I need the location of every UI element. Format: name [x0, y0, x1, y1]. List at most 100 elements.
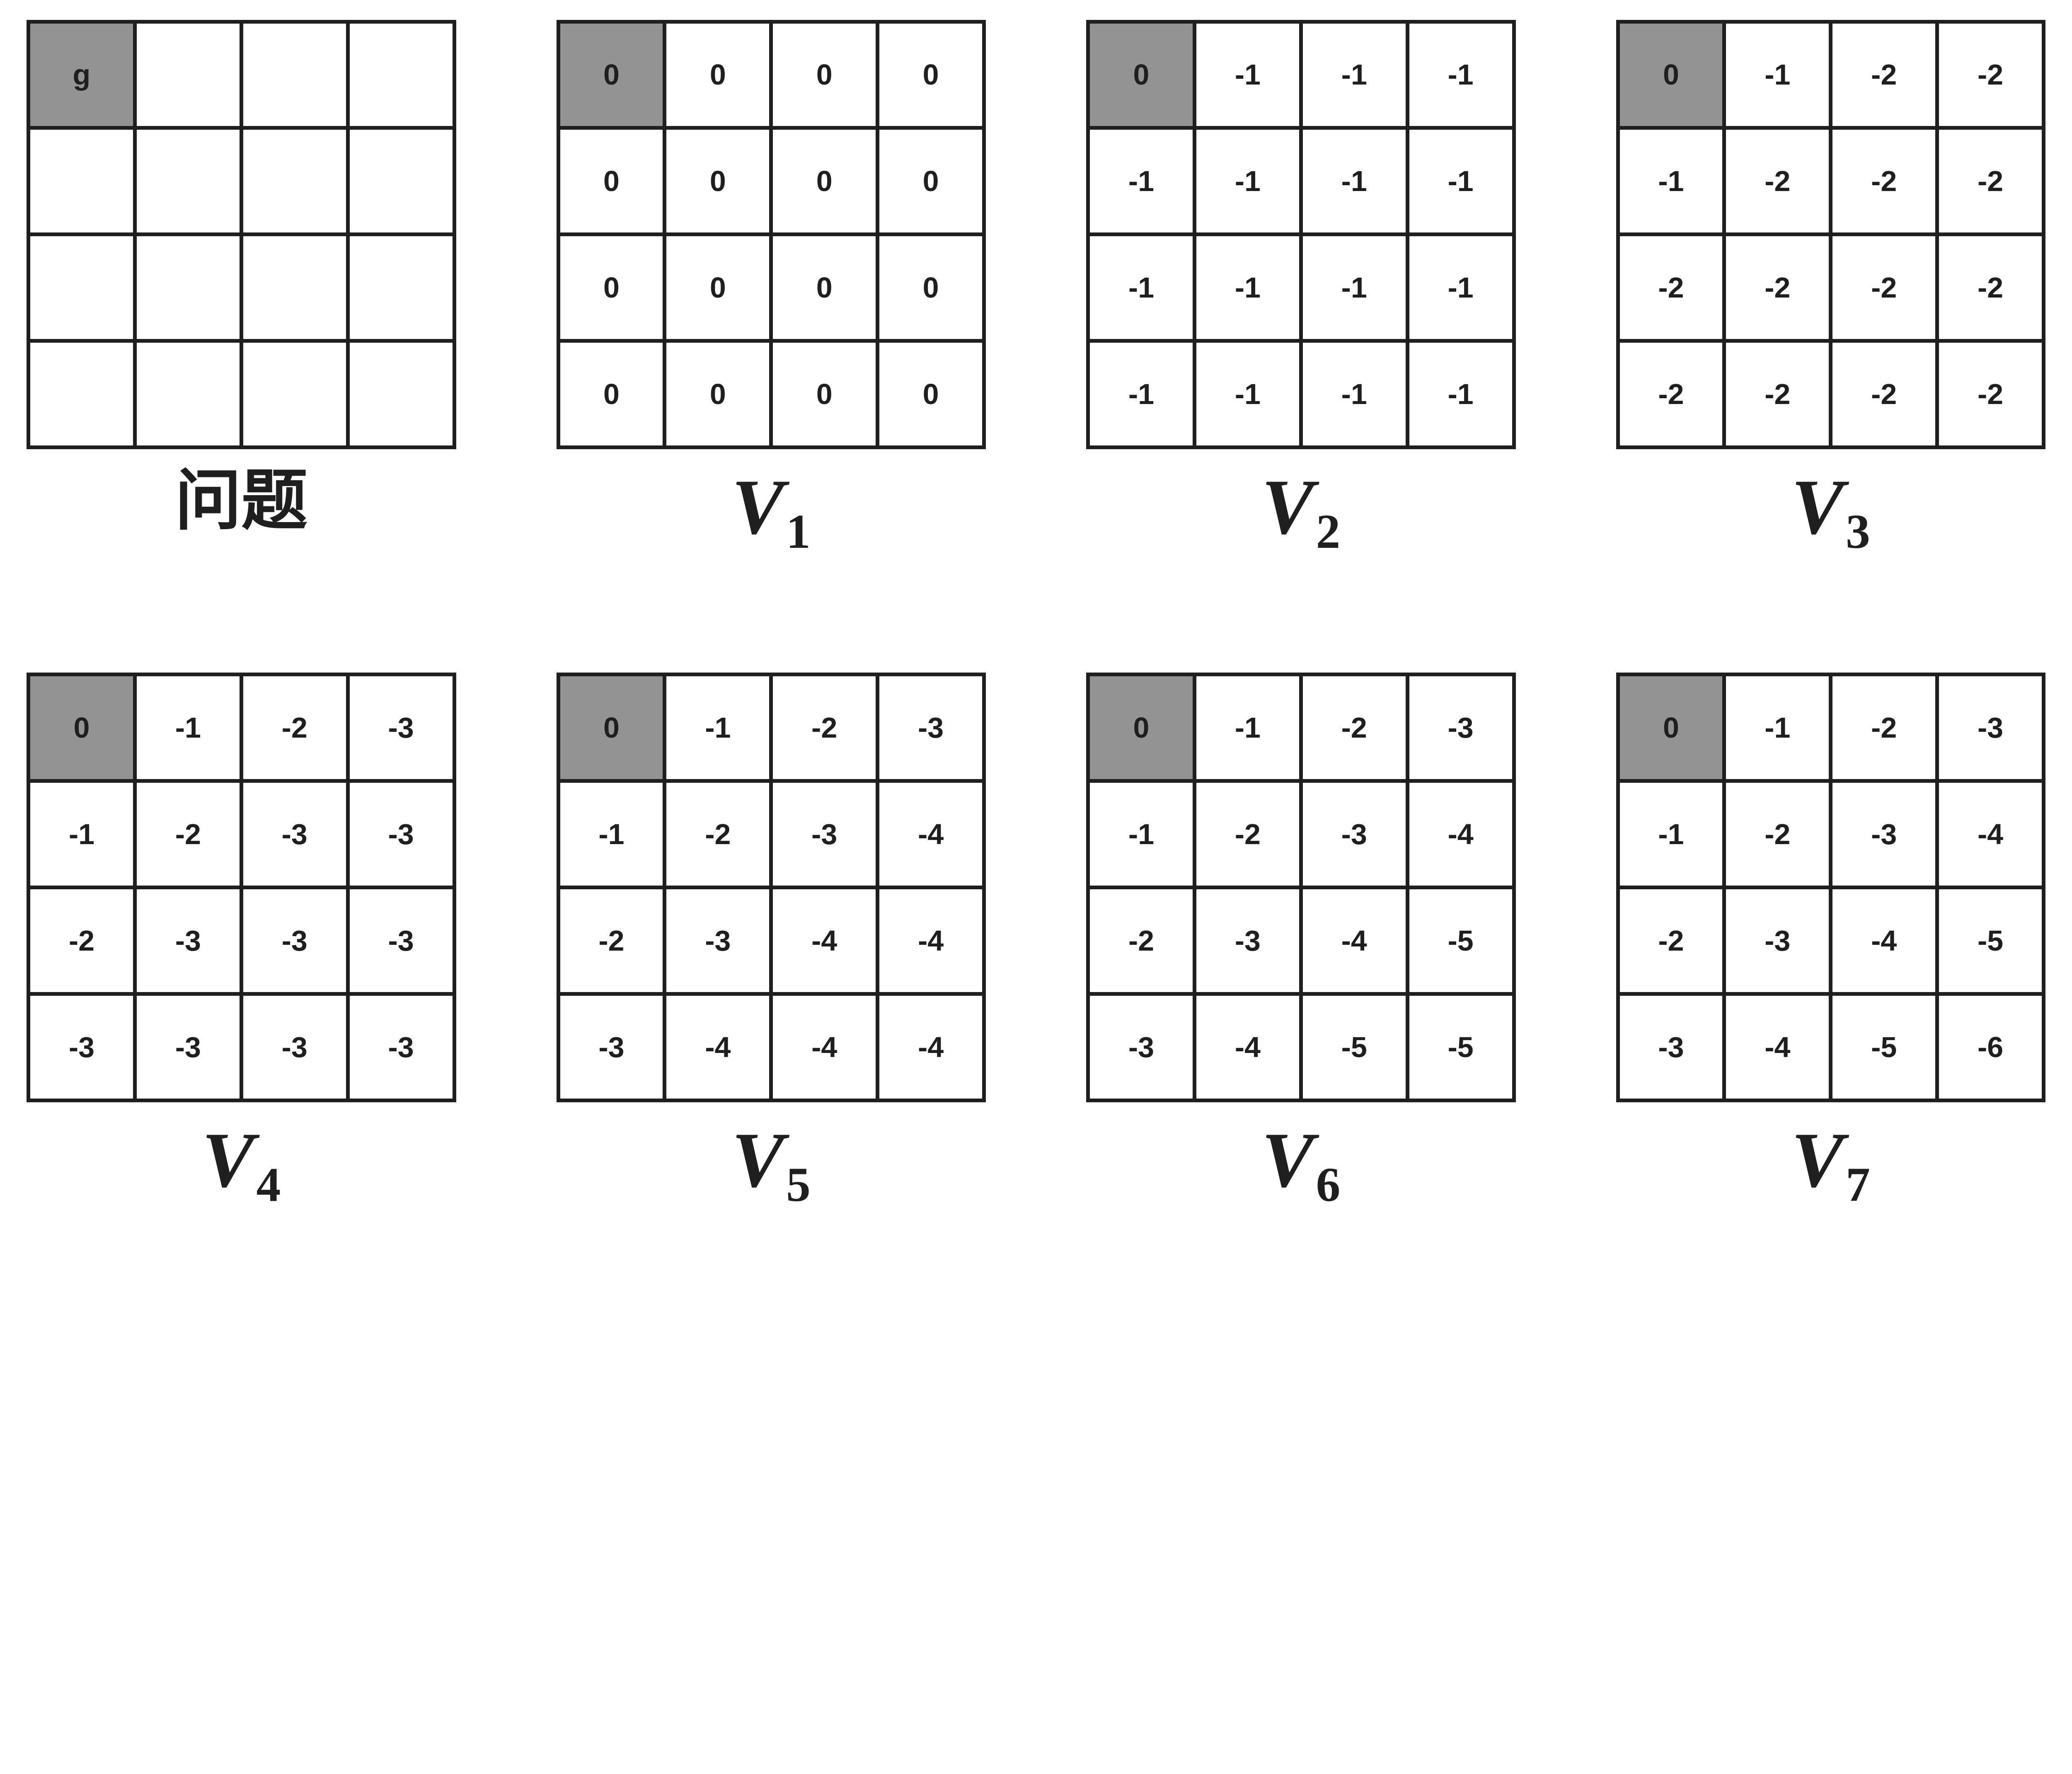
grid-cell: -4 [1829, 885, 1939, 996]
grid-cell: -3 [1192, 885, 1303, 996]
grid-cell: -4 [1722, 992, 1833, 1102]
grid-cell: -1 [1405, 232, 1516, 343]
grid-cell [133, 126, 243, 237]
grid-cell: -3 [1616, 992, 1726, 1102]
grid-cell: -3 [663, 885, 773, 996]
grid-row: -1-2-3-3 [27, 779, 456, 889]
grid-cell: -3 [239, 779, 350, 889]
grid-cell: -4 [769, 992, 880, 1102]
grid-block-v3: 0-1-2-2-1-2-2-2-2-2-2-2-2-2-2-2 V3 [1616, 19, 2046, 559]
grid-cell [27, 232, 137, 343]
goal-cell: g [27, 19, 137, 130]
grid-row [27, 232, 456, 343]
grid-row: 0-1-1-1 [1086, 19, 1516, 130]
grid-cell: -1 [1086, 126, 1196, 237]
grid-row-bottom: 0-1-2-3-1-2-3-3-2-3-3-3-3-3-3-3 V4 0-1-2… [27, 673, 2045, 1210]
grid-cell: -5 [1405, 885, 1516, 996]
grid-cell: 0 [876, 19, 986, 130]
grid-cell: -2 [1086, 885, 1196, 996]
grid-cell: -2 [1829, 673, 1939, 783]
grid-label-problem: 问题 [175, 468, 307, 546]
grid-cell [346, 232, 456, 343]
grid-cell: -2 [1829, 232, 1939, 343]
grid-row [27, 126, 456, 237]
grid-v7: 0-1-2-3-1-2-3-4-2-3-4-5-3-4-5-6 [1616, 673, 2046, 1102]
grid-block-v4: 0-1-2-3-1-2-3-3-2-3-3-3-3-3-3-3 V4 [27, 673, 456, 1210]
grid-row: 0-1-2-3 [1086, 673, 1516, 783]
grid-cell: -4 [1192, 992, 1303, 1102]
grid-row: -2-3-4-5 [1086, 885, 1516, 996]
grid-cell: -3 [346, 673, 456, 783]
grid-cell [239, 126, 350, 237]
grid-cell: -3 [1405, 673, 1516, 783]
grid-cell: -1 [1086, 339, 1196, 449]
grid-cell: -2 [1616, 232, 1726, 343]
grid-row: 0-1-2-3 [556, 673, 986, 783]
grid-cell: -1 [1192, 126, 1303, 237]
grid-row: -1-2-3-4 [556, 779, 986, 889]
grid-label-text: 问题 [175, 464, 308, 538]
grid-cell: -3 [239, 992, 350, 1102]
grid-row: -1-2-2-2 [1616, 126, 2045, 237]
grid-label-v7: V7 [1791, 1121, 1870, 1210]
grid-cell: -2 [239, 673, 350, 783]
grid-v2: 0-1-1-1-1-1-1-1-1-1-1-1-1-1-1-1 [1086, 19, 1516, 450]
grid-cell: -1 [1616, 126, 1726, 237]
grid-label-subscript: 2 [1316, 505, 1341, 559]
goal-cell: 0 [1616, 673, 1726, 783]
grid-cell: -1 [1616, 779, 1726, 889]
grid-cell: -5 [1829, 992, 1939, 1102]
grid-cell: -2 [1722, 232, 1833, 343]
grid-label-v2: V2 [1261, 468, 1340, 557]
grid-cell: 0 [556, 232, 667, 343]
grid-row: -1-1-1-1 [1086, 232, 1516, 343]
grid-label-v5: V5 [732, 1121, 811, 1210]
grid-cell: -1 [133, 673, 243, 783]
grid-cell [133, 19, 243, 130]
grid-cell: -5 [1299, 992, 1409, 1102]
grid-cell [239, 232, 350, 343]
grid-cell: -3 [556, 992, 667, 1102]
grid-block-v6: 0-1-2-3-1-2-3-4-2-3-4-5-3-4-5-5 V6 [1086, 673, 1516, 1210]
grid-cell: -1 [1722, 673, 1833, 783]
grid-label-text: V [731, 1116, 784, 1204]
grid-cell: -4 [876, 992, 986, 1102]
grid-label-text: V [1261, 464, 1314, 551]
grid-cell: -2 [1829, 19, 1939, 130]
grid-row: -3-4-4-4 [556, 992, 986, 1102]
grid-row: 0-1-2-3 [1616, 673, 2045, 783]
goal-cell: 0 [27, 673, 137, 783]
grid-v3: 0-1-2-2-1-2-2-2-2-2-2-2-2-2-2-2 [1616, 19, 2046, 450]
grid-cell: -1 [1299, 232, 1409, 343]
grid-cell: -3 [1722, 885, 1833, 996]
grid-cell: -5 [1935, 885, 2045, 996]
grid-cell: 0 [556, 339, 667, 449]
grid-row: -1-2-3-4 [1086, 779, 1516, 889]
grid-cell: -1 [663, 673, 773, 783]
grid-cell [346, 19, 456, 130]
grid-cell: 0 [876, 126, 986, 237]
grid-cell: -1 [556, 779, 667, 889]
grid-cell: -2 [1722, 339, 1833, 449]
grid-cell: -1 [1299, 339, 1409, 449]
grid-cell: 0 [769, 339, 880, 449]
grid-cell: -6 [1935, 992, 2045, 1102]
grid-row [27, 339, 456, 449]
grid-row: -2-3-4-4 [556, 885, 986, 996]
grid-label-subscript: 3 [1846, 505, 1870, 559]
grid-label-subscript: 4 [256, 1157, 281, 1212]
grid-cell: 0 [876, 232, 986, 343]
grid-cell: 0 [769, 232, 880, 343]
grid-label-subscript: 6 [1316, 1157, 1341, 1212]
grid-cell: -3 [27, 992, 137, 1102]
grid-cell: -1 [1405, 339, 1516, 449]
grid-cell [346, 126, 456, 237]
grid-v5: 0-1-2-3-1-2-3-4-2-3-4-4-3-4-4-4 [556, 673, 986, 1102]
grid-cell: -4 [663, 992, 773, 1102]
grid-cell: -2 [1616, 339, 1726, 449]
grid-cell [27, 126, 137, 237]
grid-cell: 0 [769, 126, 880, 237]
grid-cell: -3 [1829, 779, 1939, 889]
